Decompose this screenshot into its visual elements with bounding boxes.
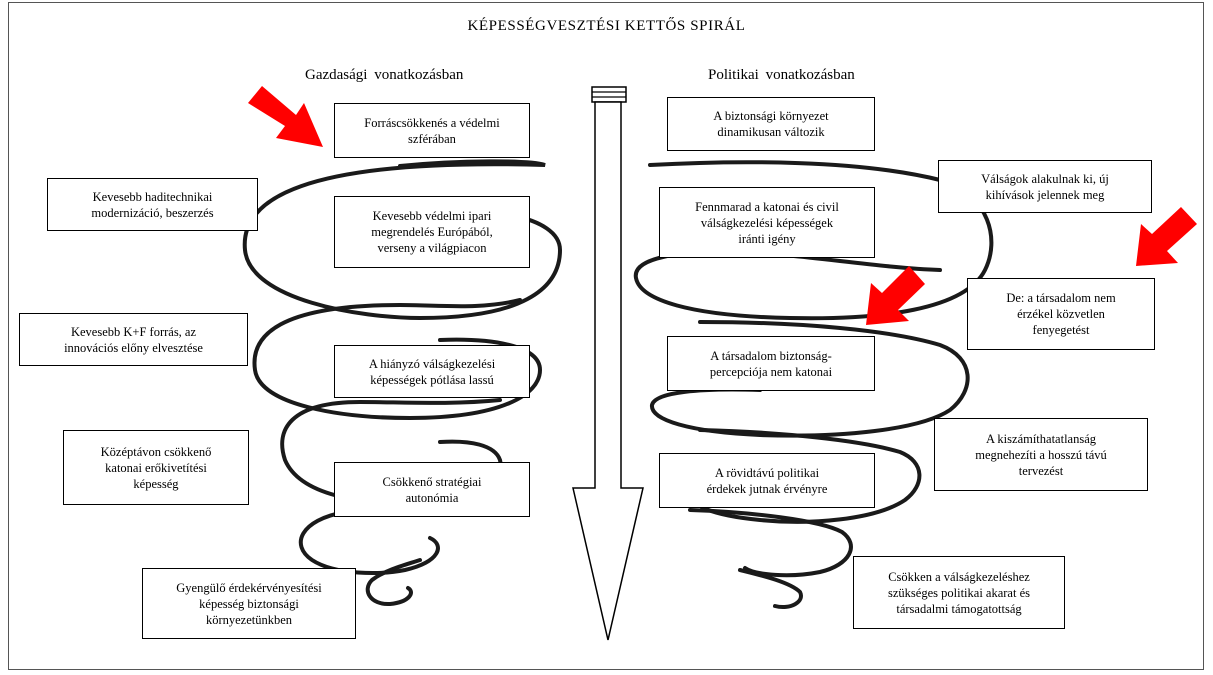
economic-box-crisis-capabilities: A hiányzó válságkezelési képességek pótl… — [334, 345, 530, 398]
economic-box-less-modernization: Kevesebb haditechnikai modernizáció, bes… — [47, 178, 258, 231]
political-box-crises: Válságok alakulnak ki, új kihívások jele… — [938, 160, 1152, 213]
political-box-demand: Fennmarad a katonai és civil válságkezel… — [659, 187, 875, 258]
economic-box-industrial-orders: Kevesebb védelmi ipari megrendelés Európ… — [334, 196, 530, 268]
political-box-unpredictability: A kiszámíthatatlanság megnehezíti a hoss… — [934, 418, 1148, 491]
political-box-perception: A társadalom biztonság- percepciója nem … — [667, 336, 875, 391]
political-box-short-term: A rövidtávú politikai érdekek jutnak érv… — [659, 453, 875, 508]
left-spiral — [242, 159, 563, 607]
red-arrow-icon — [248, 86, 323, 147]
political-box-security-environment: A biztonsági környezet dinamikusan válto… — [667, 97, 875, 151]
economic-heading: Gazdasági vonatkozásban — [305, 67, 464, 83]
diagram-title: KÉPESSÉGVESZTÉSI KETTŐS SPIRÁL — [467, 18, 746, 34]
political-box-political-will: Csökken a válságkezeléshez szükséges pol… — [853, 556, 1065, 629]
red-arrow-icon — [1136, 207, 1197, 266]
economic-box-funding-cut: Forráscsökkenés a védelmi szférában — [334, 103, 530, 158]
downward-arrow — [572, 86, 644, 641]
economic-box-strategic-autonomy: Csökkenő stratégiai autonómia — [334, 462, 530, 517]
political-heading: Politikai vonatkozásban — [708, 67, 855, 83]
political-box-no-threat: De: a társadalom nem érzékel közvetlen f… — [967, 278, 1155, 350]
economic-box-interest-enforcement: Gyengülő érdekérvényesítési képesség biz… — [142, 568, 356, 639]
red-arrow-icon — [866, 266, 925, 325]
economic-box-rd-funding: Kevesebb K+F forrás, az innovációs előny… — [19, 313, 248, 366]
economic-box-power-projection: Középtávon csökkenő katonai erőkivetítés… — [63, 430, 249, 505]
highlight-arrows — [248, 86, 1197, 325]
